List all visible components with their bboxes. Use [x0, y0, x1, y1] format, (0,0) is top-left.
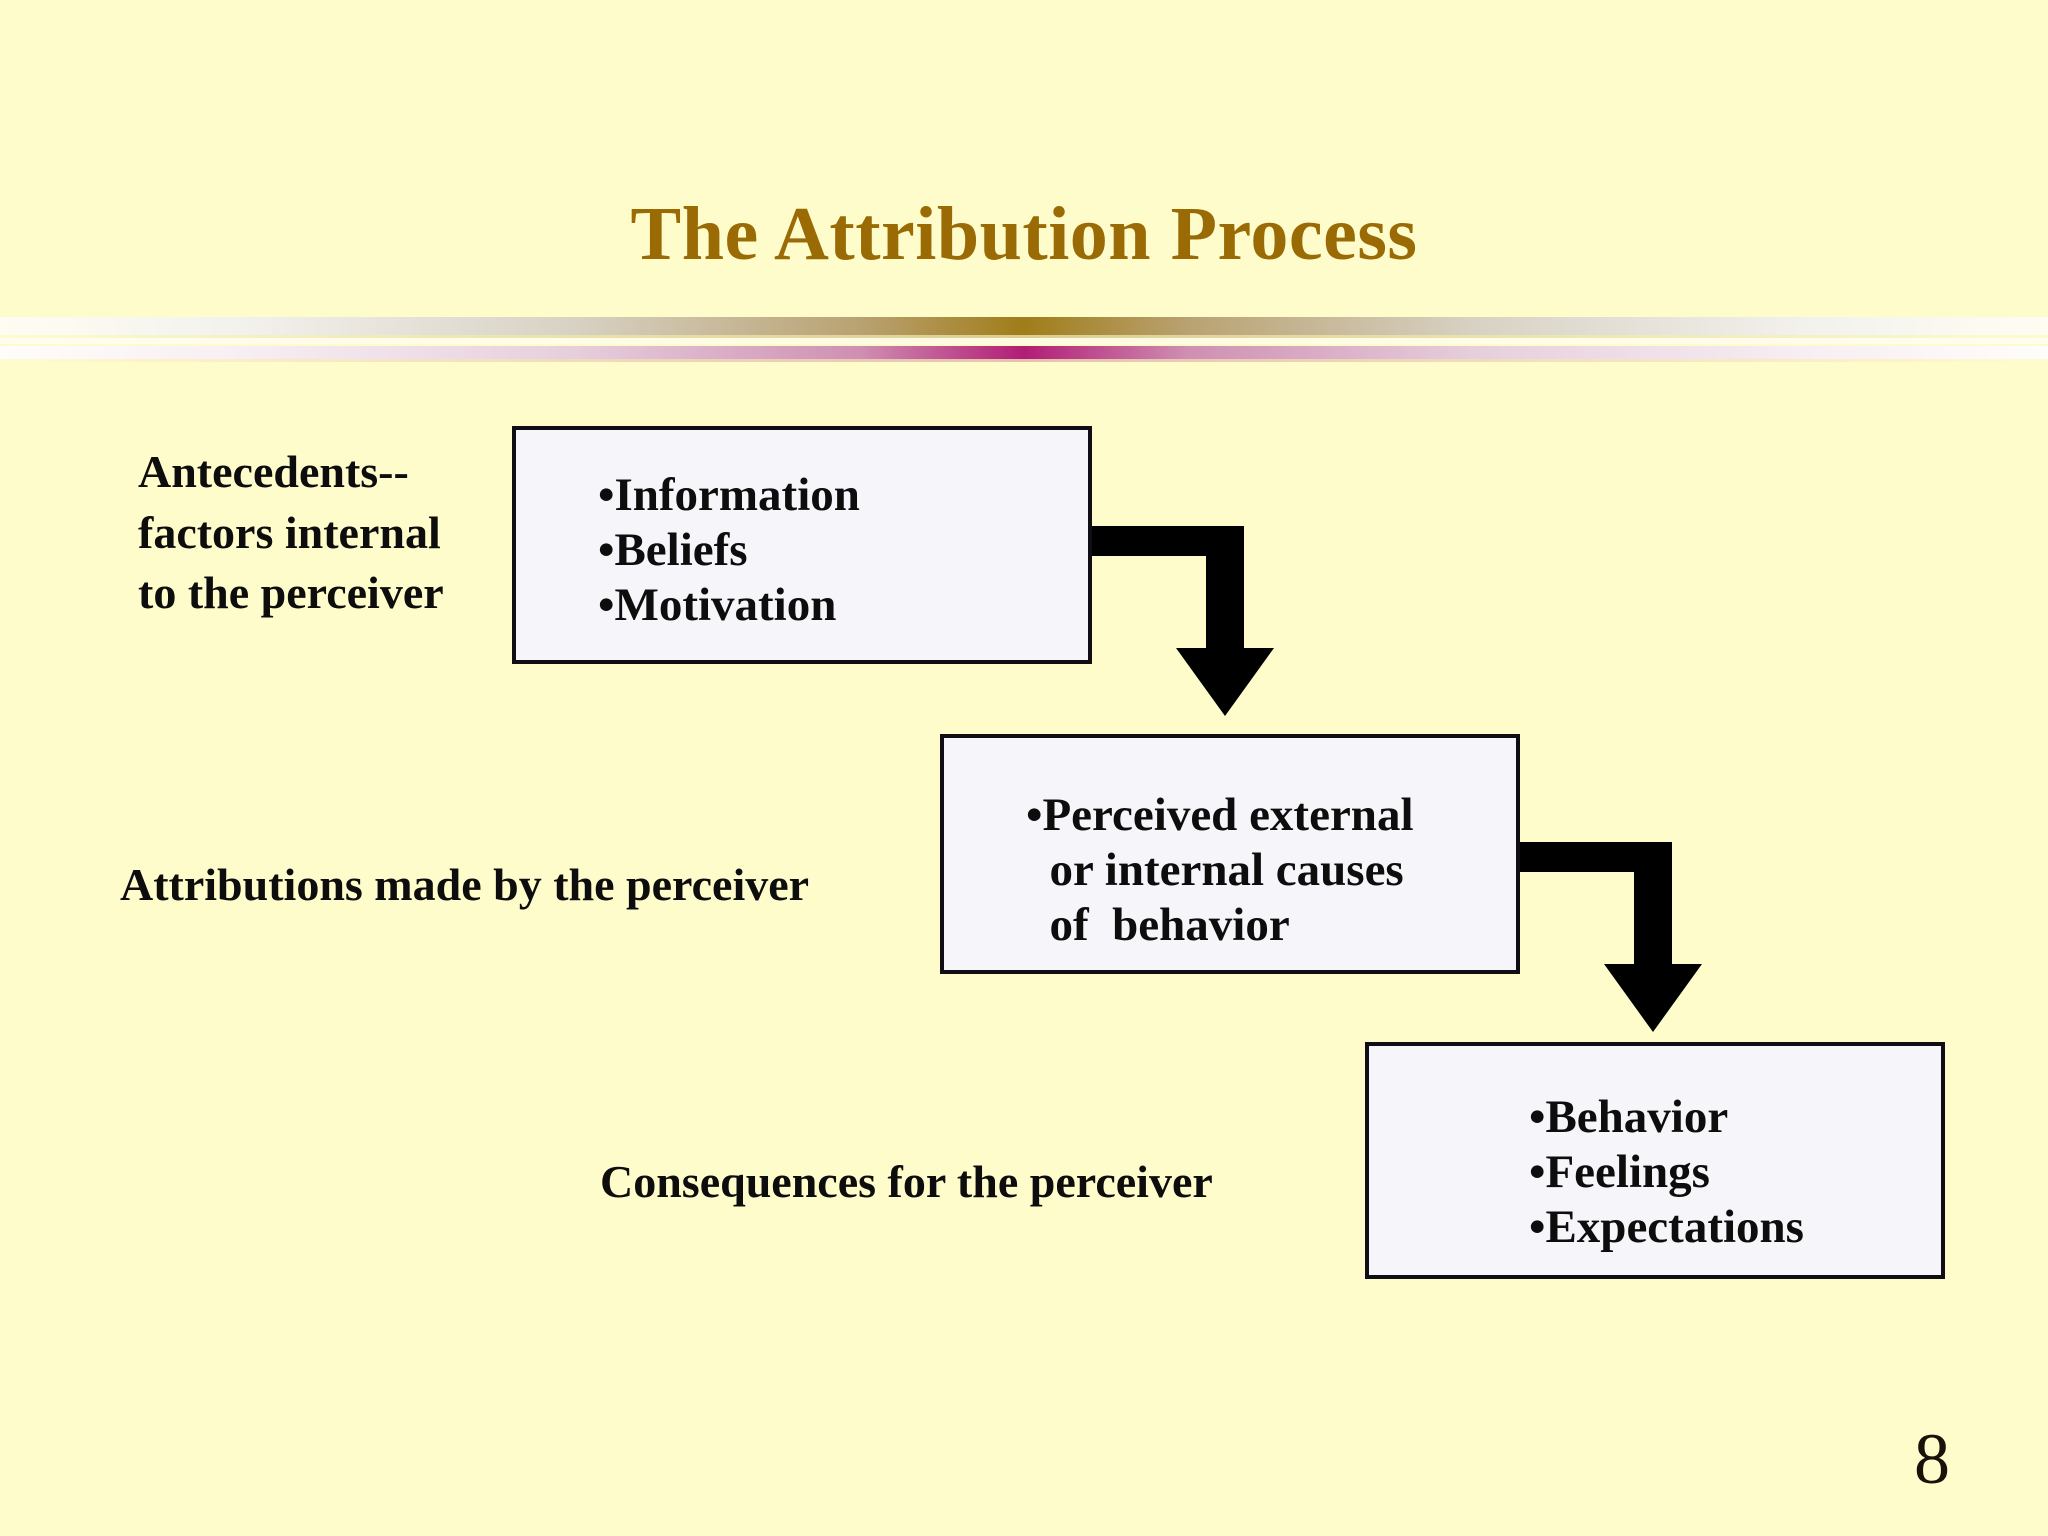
consequences-label: Consequences for the perceiver [600, 1156, 1213, 1207]
perceived-causes-box: •Perceived external or internal causes o… [940, 734, 1520, 974]
divider-bar-gold [0, 317, 2048, 335]
antecedents-box: •Information •Beliefs •Motivation [512, 426, 1092, 664]
attributions-label: Attributions made by the perceiver [120, 859, 810, 910]
divider-bar-gap [0, 338, 2048, 344]
elbow-arrow-shape [1520, 842, 1702, 1032]
page-number: 8 [1914, 1419, 1950, 1499]
divider-bar-magenta-shadow [0, 359, 2048, 362]
consequences-box: •Behavior •Feelings •Expectations [1365, 1042, 1945, 1279]
divider-bar-gold-shadow [0, 335, 2048, 338]
arrow-causes-to-consequences [1520, 838, 1740, 1043]
perceived-causes-box-items: •Perceived external or internal causes o… [1026, 789, 1414, 951]
arrow-antecedents-to-causes [1092, 522, 1292, 727]
consequences-box-items: •Behavior •Feelings •Expectations [1529, 1091, 1804, 1253]
antecedents-label: Antecedents-- factors internal to the pe… [138, 446, 444, 619]
divider-bar-magenta [0, 346, 2048, 359]
page-title: The Attribution Process [630, 192, 1418, 276]
antecedents-box-items: •Information •Beliefs •Motivation [598, 469, 860, 631]
elbow-arrow-shape [1092, 526, 1274, 716]
